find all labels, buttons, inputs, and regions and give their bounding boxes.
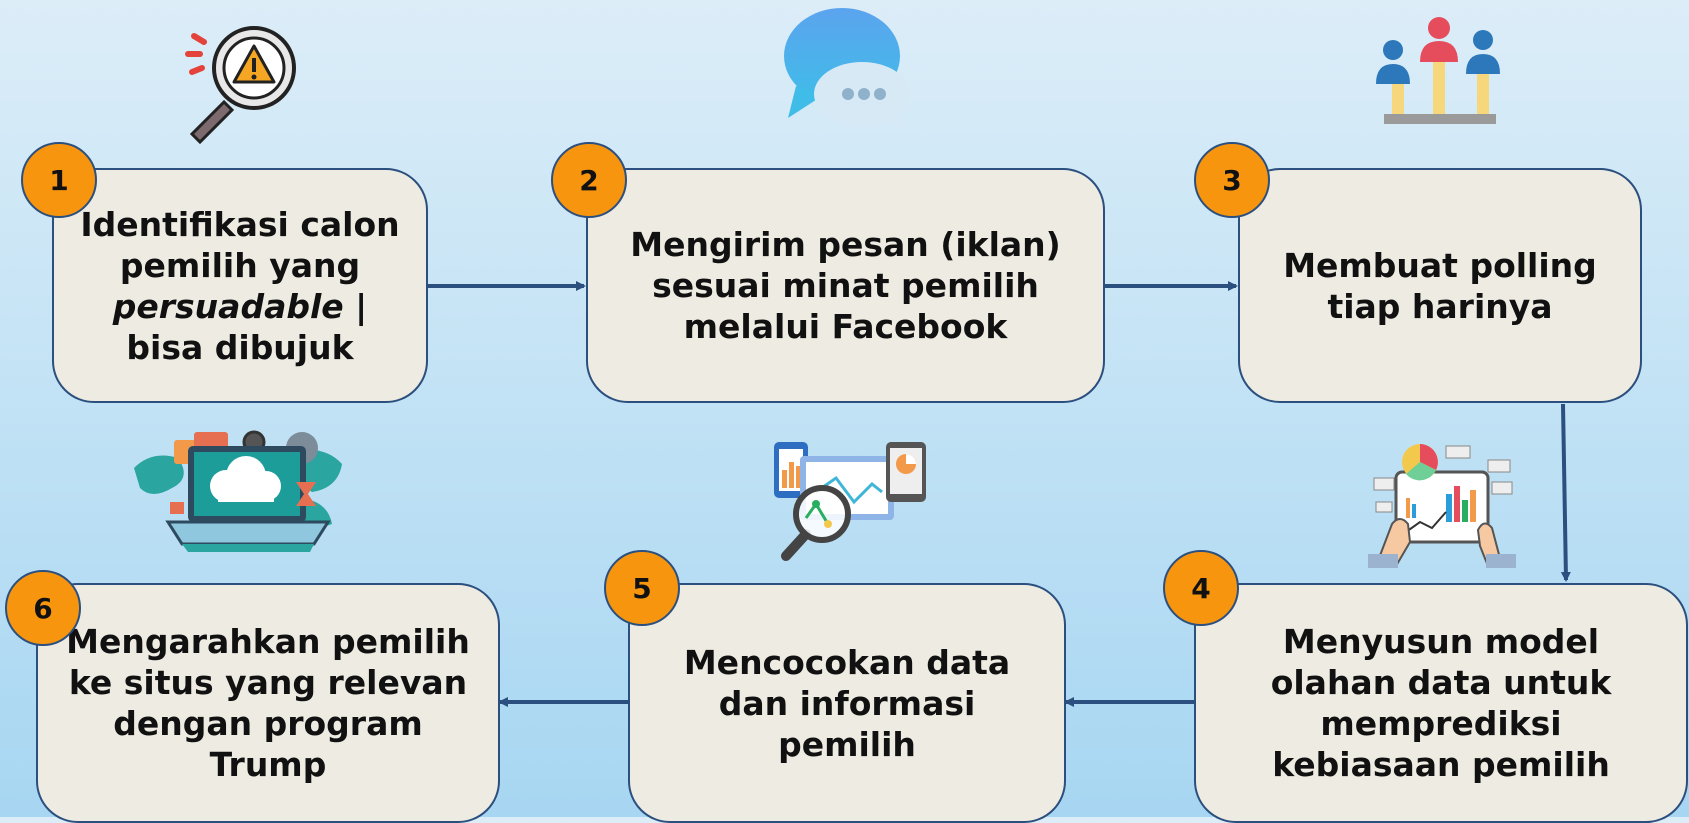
poll-people-icon	[1376, 17, 1500, 124]
data-match-icon	[774, 442, 926, 561]
step-1-italic: persuadable	[112, 286, 344, 326]
step-2-text: Mengirim pesan (iklan) sesuai minat pemi…	[630, 225, 1061, 346]
step-1-badge: 1	[21, 142, 97, 218]
step-4-badge: 4	[1163, 550, 1239, 626]
step-5-badge: 5	[604, 550, 680, 626]
step-2-badge: 2	[551, 142, 627, 218]
cloud-laptop-icon	[134, 430, 342, 552]
chat-bubble-icon	[784, 8, 910, 128]
step-4-text: Menyusun model olahan data untuk mempred…	[1270, 622, 1612, 784]
step-1-text: Identifikasi calon pemilih yang persuada…	[80, 204, 400, 367]
step-6-text: Mengarahkan pemilih ke situs yang releva…	[66, 622, 470, 784]
step-6-box: Mengarahkan pemilih ke situs yang releva…	[36, 583, 500, 823]
step-5-box: Mencocokan data dan informasi pemilih	[628, 583, 1066, 823]
step-1-box: Identifikasi calon pemilih yang persuada…	[52, 168, 428, 403]
step-3-box: Membuat polling tiap harinya	[1238, 168, 1642, 403]
step-3-badge: 3	[1194, 142, 1270, 218]
arrow-3-to-4	[1560, 403, 1571, 582]
tablet-analytics-icon	[1368, 444, 1516, 568]
step-3-text: Membuat polling tiap harinya	[1283, 245, 1597, 326]
step-6-badge: 6	[5, 570, 81, 646]
step-2-box: Mengirim pesan (iklan) sesuai minat pemi…	[586, 168, 1105, 403]
step-4-box: Menyusun model olahan data untuk mempred…	[1194, 583, 1688, 823]
step-5-text: Mencocokan data dan informasi pemilih	[683, 642, 1011, 764]
magnifier-warning-icon	[185, 26, 296, 145]
